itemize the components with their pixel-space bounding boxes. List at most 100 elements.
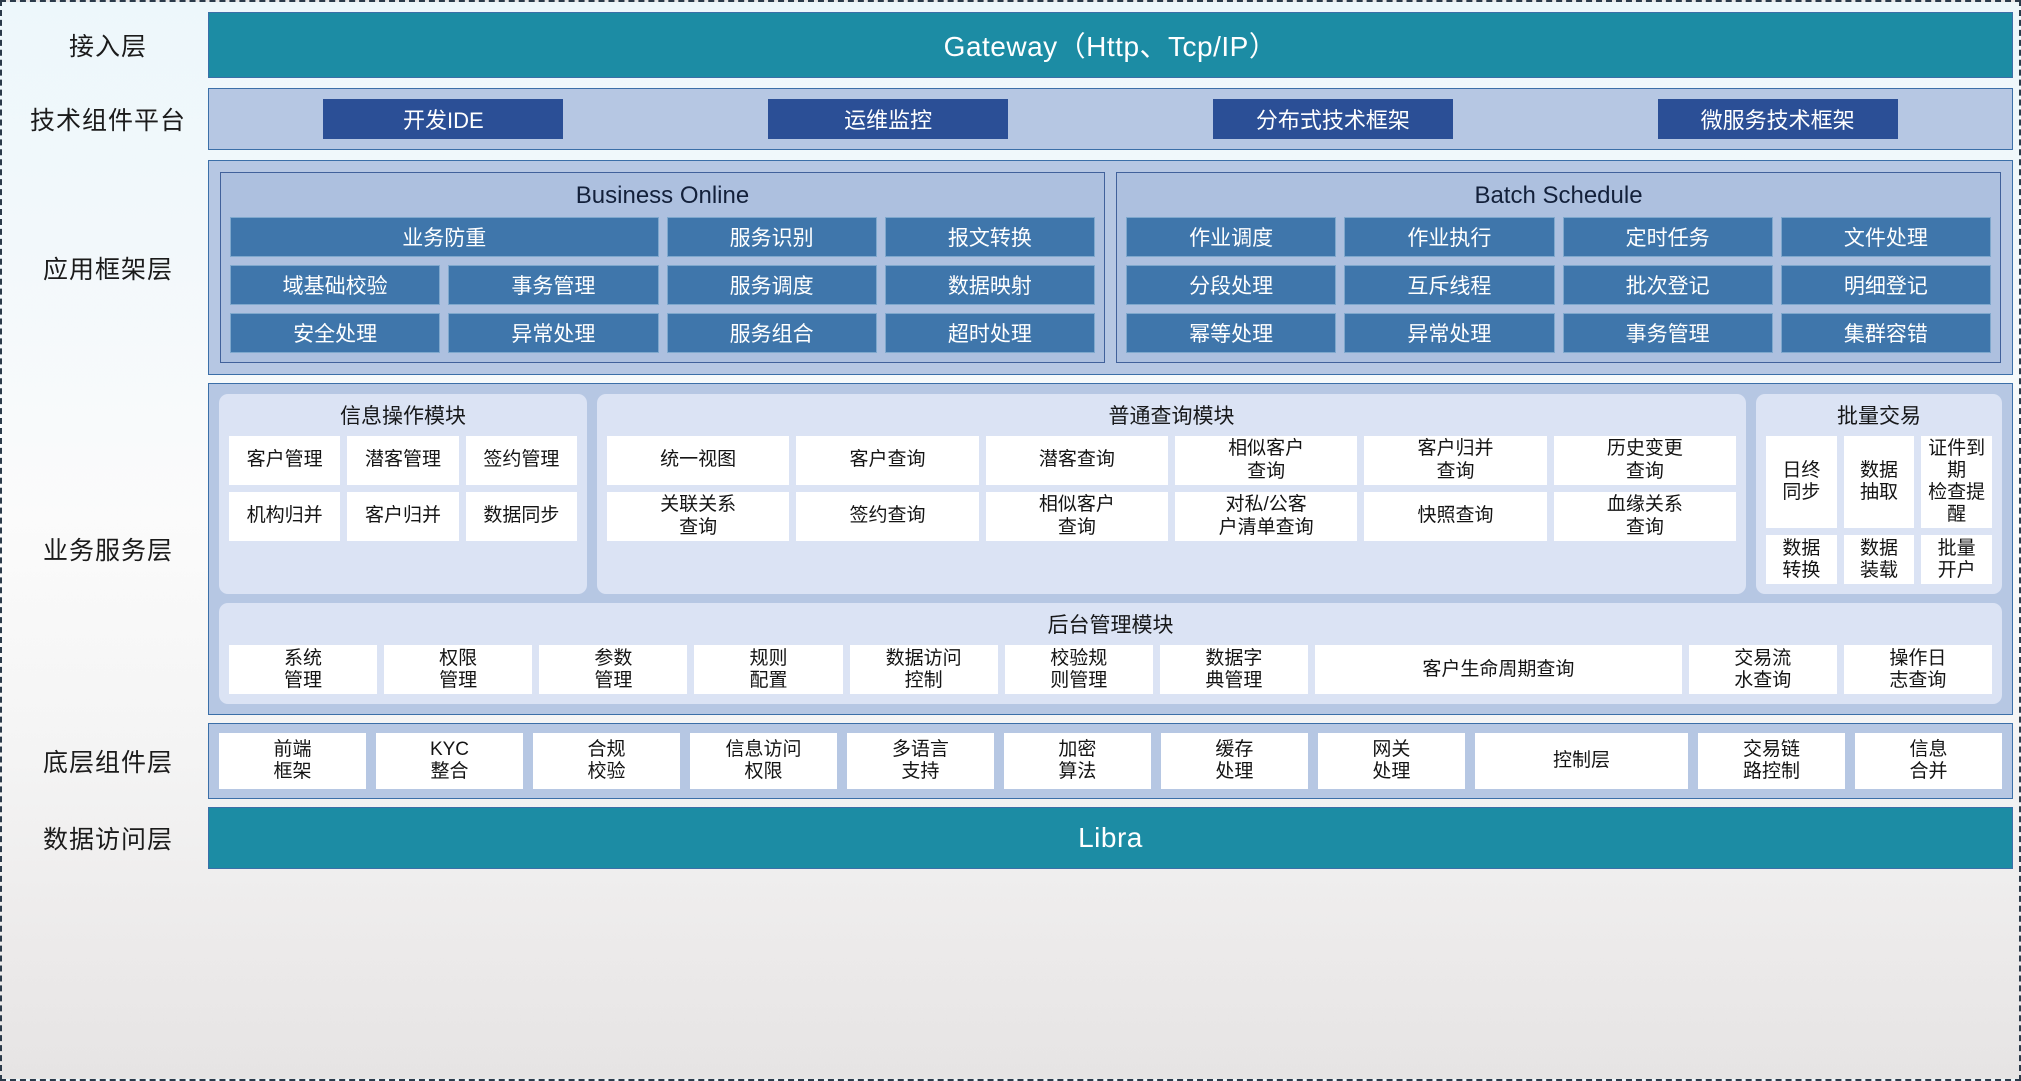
base-component-panel: 前端 框架 KYC 整合 合规 校验 信息访问 权限 多语言 支持 加密 算法 … [208,723,2013,800]
cell-gateway-process[interactable]: 网关 处理 [1317,733,1465,790]
module-title-backend-admin: 后台管理模块 [1047,614,1174,638]
group-grid-business-online: 业务防重 服务识别 报文转换 域基础校验 事务管理 服务调度 数据映射 安全处理… [230,217,1095,353]
business-service-top-row: 信息操作模块 客户管理 潜客管理 签约管理 机构归并 客户归并 数据同步 普通查… [219,394,2002,595]
module-title-common-query: 普通查询模块 [1108,405,1235,428]
cell-data-transform[interactable]: 数据 转换 [1766,535,1837,585]
cell-control-layer[interactable]: 控制层 [1474,733,1689,790]
cell-certificate-expiry-reminder[interactable]: 证件到期 检查提醒 [1921,436,1992,529]
module-info-operation: 信息操作模块 客户管理 潜客管理 签约管理 机构归并 客户归并 数据同步 [219,394,587,595]
gateway-bar[interactable]: Gateway（Http、Tcp/IP） [208,12,2013,78]
cell-transaction-link-control[interactable]: 交易链 路控制 [1698,733,1845,790]
fw-cell-service-schedule[interactable]: 服务调度 [666,265,877,305]
cell-data-dictionary-mgmt[interactable]: 数据字 典管理 [1159,645,1308,695]
layer-label-app-framework: 应用框架层 [42,255,173,284]
cell-encryption-algorithm[interactable]: 加密 算法 [1003,733,1151,790]
tech-item-dev-ide[interactable]: 开发IDE [323,99,564,139]
layer-label-data-access: 数据访问层 [42,826,173,855]
cell-cache-process[interactable]: 缓存 处理 [1160,733,1308,790]
fw-cell-job-execute[interactable]: 作业执行 [1344,217,1555,257]
fw-cell-detail-register[interactable]: 明细登记 [1780,265,1991,305]
cell-org-merge[interactable]: 机构归并 [229,492,341,541]
spacer [8,799,2013,807]
layer-row-base-component: 底层组件层 前端 框架 KYC 整合 合规 校验 信息访问 权限 多语言 支持 … [8,723,2013,800]
fw-cell-batch-register[interactable]: 批次登记 [1562,265,1773,305]
group-title-batch-schedule: Batch Schedule [1474,182,1643,209]
layer-label-access: 接入层 [68,33,147,61]
module-grid-info-operation: 客户管理 潜客管理 签约管理 机构归并 客户归并 数据同步 [229,436,577,541]
cell-data-load[interactable]: 数据 装载 [1843,535,1915,585]
layer-row-app-framework: 应用框架层 Business Online 业务防重 服务识别 报文转换 域基础… [8,160,2013,375]
cell-prospect-query[interactable]: 潜客查询 [985,436,1168,485]
cell-batch-account-open[interactable]: 批量 开户 [1921,535,1992,585]
fw-cell-cluster-fault-tolerance[interactable]: 集群容错 [1780,313,1991,353]
fw-cell-timed-task[interactable]: 定时任务 [1562,217,1773,257]
fw-cell-service-composition[interactable]: 服务组合 [666,313,877,353]
cell-info-access-permission[interactable]: 信息访问 权限 [689,733,837,790]
cell-lineage-query[interactable]: 血缘关系 查询 [1553,492,1736,541]
cell-similar-customer-query-2[interactable]: 相似客户 查询 [985,492,1168,541]
fw-cell-data-mapping[interactable]: 数据映射 [884,265,1095,305]
cell-info-merge[interactable]: 信息 合并 [1855,733,2002,790]
module-title-info-operation: 信息操作模块 [340,405,466,428]
libra-bar[interactable]: Libra [208,807,2013,870]
group-title-business-online: Business Online [575,182,750,209]
fw-cell-file-process[interactable]: 文件处理 [1780,217,1991,257]
cell-data-extract[interactable]: 数据 抽取 [1843,436,1915,529]
cell-kyc-integration[interactable]: KYC 整合 [375,733,523,790]
cell-history-change-query[interactable]: 历史变更 查询 [1553,436,1736,485]
tech-item-distributed-framework[interactable]: 分布式技术框架 [1212,99,1453,139]
cell-data-sync[interactable]: 数据同步 [465,492,577,541]
tech-item-microservice-framework[interactable]: 微服务技术框架 [1657,99,1898,139]
cell-system-mgmt[interactable]: 系统 管理 [229,645,378,695]
fw-cell-batch-exception-process[interactable]: 异常处理 [1344,313,1555,353]
tech-item-ops-monitor[interactable]: 运维监控 [768,99,1009,139]
cell-customer-merge[interactable]: 客户归并 [347,492,459,541]
fw-cell-transaction-mgmt[interactable]: 事务管理 [448,265,659,305]
module-batch-transaction: 批量交易 日终 同步 数据 抽取 证件到期 检查提醒 数据 转换 数据 装载 批… [1756,394,2002,595]
cell-transaction-flow-query[interactable]: 交易流 水查询 [1688,645,1837,695]
cell-relation-query[interactable]: 关联关系 查询 [607,492,790,541]
cell-contract-mgmt[interactable]: 签约管理 [465,436,577,485]
fw-cell-service-identify[interactable]: 服务识别 [666,217,877,257]
cell-frontend-framework[interactable]: 前端 框架 [219,733,366,790]
business-service-panel: 信息操作模块 客户管理 潜客管理 签约管理 机构归并 客户归并 数据同步 普通查… [208,383,2013,716]
fw-cell-batch-transaction-mgmt[interactable]: 事务管理 [1562,313,1773,353]
cell-validation-rule-mgmt[interactable]: 校验规 则管理 [1004,645,1153,695]
cell-parameter-mgmt[interactable]: 参数 管理 [539,645,688,695]
fw-cell-segment-process[interactable]: 分段处理 [1126,265,1337,305]
cell-permission-mgmt[interactable]: 权限 管理 [384,645,533,695]
fw-cell-mutex-thread[interactable]: 互斥线程 [1344,265,1555,305]
group-batch-schedule: Batch Schedule 作业调度 作业执行 定时任务 文件处理 分段处理 … [1116,172,2001,363]
fw-cell-security-process[interactable]: 安全处理 [230,313,441,353]
app-framework-panel: Business Online 业务防重 服务识别 报文转换 域基础校验 事务管… [208,160,2013,375]
cell-eod-sync[interactable]: 日终 同步 [1766,436,1837,529]
cell-similar-customer-query[interactable]: 相似客户 查询 [1174,436,1358,485]
layer-row-tech-platform: 技术组件平台 开发IDE 运维监控 分布式技术框架 微服务技术框架 [8,88,2013,150]
cell-customer-query[interactable]: 客户查询 [796,436,979,485]
cell-operation-log-query[interactable]: 操作日 志查询 [1843,645,1992,695]
cell-retail-corporate-list-query[interactable]: 对私/公客 户清单查询 [1174,492,1358,541]
module-grid-common-query: 统一视图 客户查询 潜客查询 相似客户 查询 客户归并 查询 历史变更 查询 关… [607,436,1736,541]
cell-prospect-mgmt[interactable]: 潜客管理 [347,436,459,485]
cell-customer-lifecycle-query[interactable]: 客户生命周期查询 [1314,645,1682,695]
cell-multilingual-support[interactable]: 多语言 支持 [846,733,994,790]
cell-unified-view[interactable]: 统一视图 [607,436,790,485]
cell-snapshot-query[interactable]: 快照查询 [1364,492,1547,541]
fw-cell-exception-process[interactable]: 异常处理 [448,313,659,353]
fw-cell-idempotent-process[interactable]: 幂等处理 [1126,313,1337,353]
module-title-batch-transaction: 批量交易 [1837,405,1921,428]
cell-customer-mgmt[interactable]: 客户管理 [229,436,341,485]
fw-cell-job-schedule[interactable]: 作业调度 [1126,217,1337,257]
cell-contract-query[interactable]: 签约查询 [796,492,979,541]
fw-cell-domain-base-validate[interactable]: 域基础校验 [230,265,441,305]
cell-customer-merge-query[interactable]: 客户归并 查询 [1364,436,1547,485]
tech-platform-panel: 开发IDE 运维监控 分布式技术框架 微服务技术框架 [208,88,2013,150]
cell-compliance-check[interactable]: 合规 校验 [532,733,680,790]
fw-cell-timeout-process[interactable]: 超时处理 [884,313,1095,353]
fw-cell-message-transform[interactable]: 报文转换 [884,217,1095,257]
cell-rule-config[interactable]: 规则 配置 [694,645,843,695]
fw-cell-business-dedupe[interactable]: 业务防重 [230,217,659,257]
cell-data-access-control[interactable]: 数据访问 控制 [849,645,998,695]
module-grid-backend-admin: 系统 管理 权限 管理 参数 管理 规则 配置 数据访问 控制 校验规 则管理 … [229,645,1992,695]
